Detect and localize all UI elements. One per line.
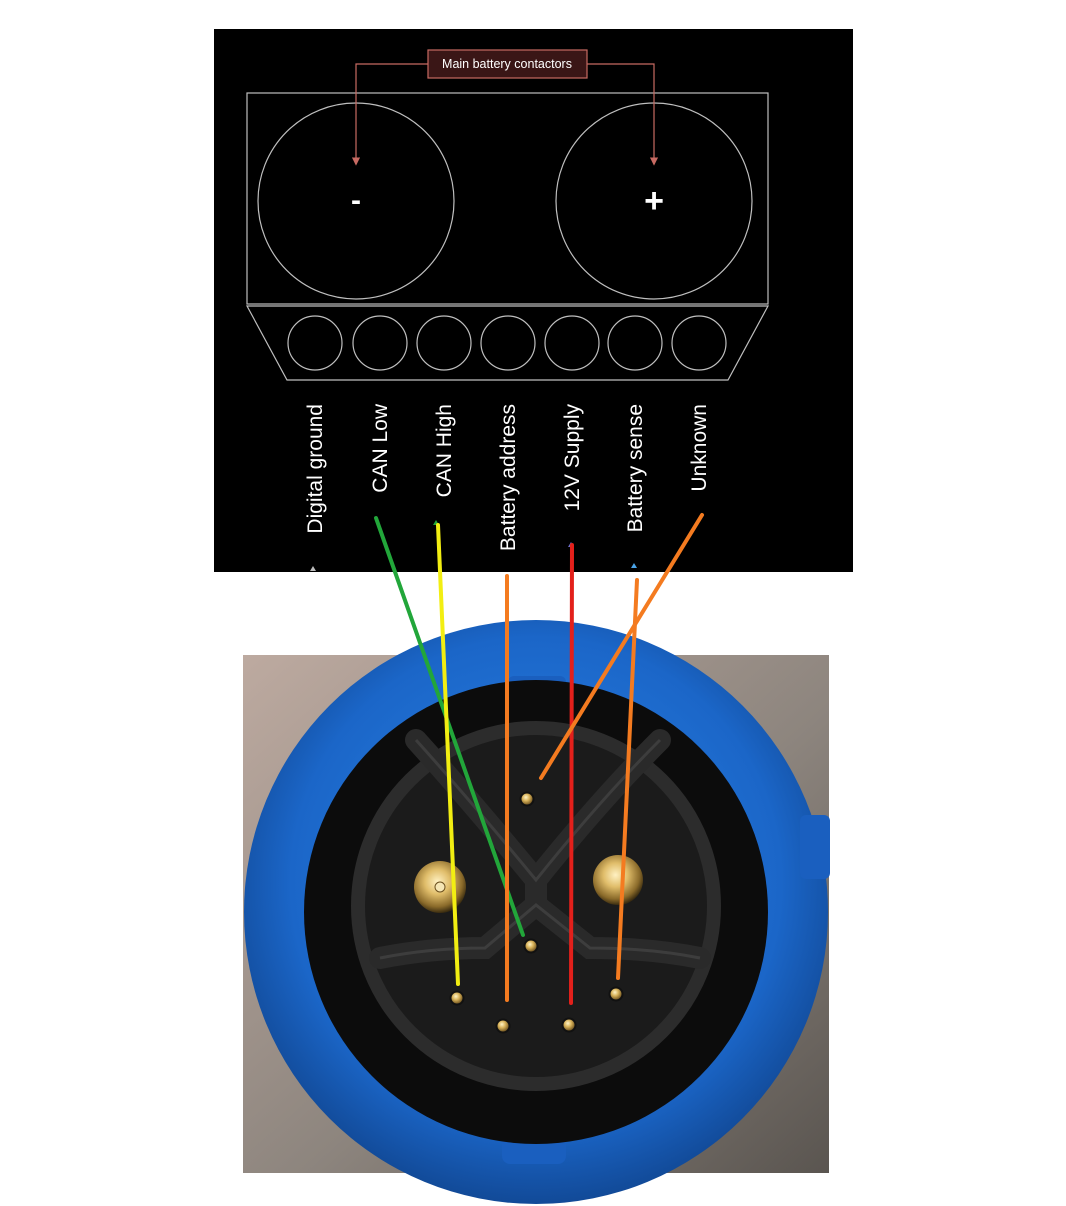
signal-pin xyxy=(521,793,533,805)
connector-photo xyxy=(243,620,830,1204)
wire-overlay xyxy=(374,513,704,1005)
pin-label-can-high: CAN High xyxy=(433,404,456,497)
pin-socket-unknown xyxy=(671,315,727,371)
pin-label-can-low: CAN Low xyxy=(369,403,392,493)
signal-pin xyxy=(497,1020,509,1032)
pin-socket-can-low xyxy=(352,315,408,371)
pin-socket-battery-sense xyxy=(607,315,663,371)
contactor-block-outline xyxy=(246,92,769,305)
pinout-diagram: - + Main battery contactors Digital grou… xyxy=(214,29,853,572)
wire-battery-sense xyxy=(616,578,639,980)
label-pointer-tick xyxy=(631,563,637,568)
signal-pin xyxy=(451,992,463,1004)
signal-pin xyxy=(525,940,537,952)
pin-label-12v-supply: 12V Supply xyxy=(561,404,584,512)
pin-socket-can-high xyxy=(416,315,472,371)
pin-label-battery-address: Battery address xyxy=(497,404,520,551)
callout-label: Main battery contactors xyxy=(442,57,572,71)
pin-socket-12v-supply xyxy=(544,315,600,371)
pin-label-battery-sense: Battery sense xyxy=(624,404,647,532)
pin-socket-battery-address xyxy=(480,315,536,371)
signal-pin xyxy=(610,988,622,1000)
pin-label-digital-ground: Digital ground xyxy=(304,404,327,534)
wire-unknown xyxy=(539,513,704,780)
label-pointer-tick xyxy=(310,566,316,571)
callout-arrow-right xyxy=(587,63,659,166)
wire-12v-supply xyxy=(569,543,574,1005)
wire-can-low xyxy=(374,516,525,937)
signal-pin xyxy=(563,1019,575,1031)
negative-power-pin-tip xyxy=(434,881,446,893)
negative-symbol: - xyxy=(351,184,361,217)
wire-can-high xyxy=(436,523,460,986)
pin-label-unknown: Unknown xyxy=(688,404,711,492)
callout-box xyxy=(427,49,588,79)
pin-socket-digital-ground xyxy=(287,315,343,371)
callout-arrow-left xyxy=(351,63,428,166)
positive-symbol: + xyxy=(644,182,664,220)
positive-power-pin xyxy=(593,855,643,905)
housing-tab-right xyxy=(800,815,830,879)
